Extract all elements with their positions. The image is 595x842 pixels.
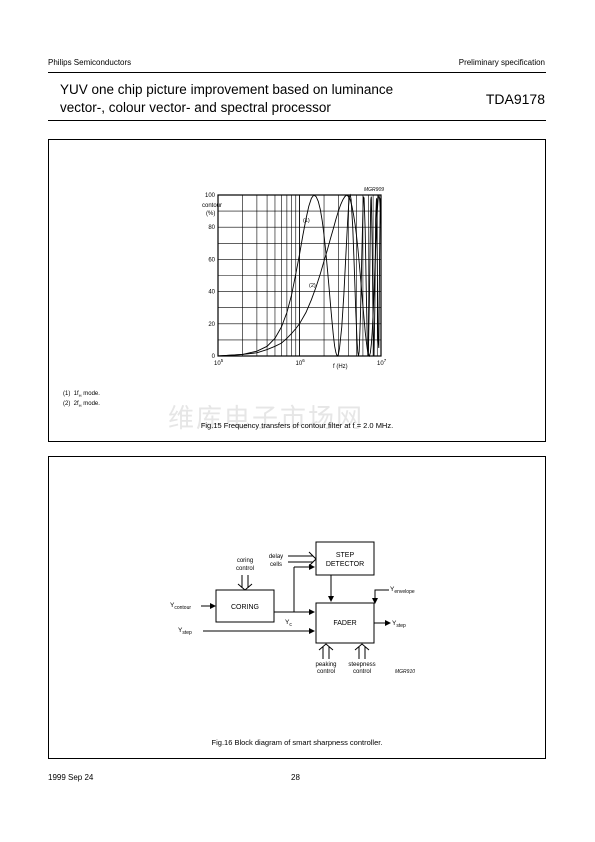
series-curve-2	[217, 194, 382, 358]
series-1-label: (1)	[303, 218, 310, 224]
step-detector-label-2: DETECTOR	[326, 561, 364, 568]
figure-15-note-2: (2) 2fH mode.	[63, 401, 100, 409]
plot-frame	[217, 194, 382, 357]
peaking-control-label-1: peaking	[315, 662, 336, 668]
figure-16-code: MGR910	[395, 669, 415, 675]
y-tick-label: 80	[208, 225, 215, 231]
figure-16-frame	[48, 456, 546, 759]
title-line-2: vector-, colour vector- and spectral pro…	[60, 100, 331, 115]
steepness-control-arrow	[354, 643, 370, 659]
delay-cells-label-1: delay	[269, 554, 283, 560]
y-axis-label-line2: (%)	[206, 211, 215, 217]
figure-15-caption: Fig.15 Frequency transfers of contour fi…	[200, 421, 394, 430]
y-axis-label-line1: contour	[202, 203, 222, 209]
delay-cells-label-2: cells	[270, 562, 282, 568]
watermark: 维库电子市场网	[168, 404, 365, 434]
steepness-control-label-1: steepness	[348, 662, 375, 668]
fader-label: FADER	[333, 620, 356, 627]
title-rule	[48, 120, 546, 121]
y-tick-labels: 0 20 40 60 80 100	[205, 193, 216, 360]
part-number: TDA9178	[485, 91, 545, 107]
chart-series	[217, 193, 382, 358]
x-tick-label: 105	[214, 358, 224, 367]
page-number: 28	[291, 773, 300, 782]
coring-control-arrow	[237, 575, 253, 591]
x-tick-label: 107	[377, 358, 387, 367]
peaking-control-arrow	[318, 643, 334, 659]
coring-control-label-1: coring	[237, 558, 253, 564]
y-c-label: Yc	[285, 619, 292, 628]
y-tick-label: 100	[205, 193, 216, 199]
company-name: Philips Semiconductors	[48, 58, 132, 67]
y-tick-label: 40	[208, 290, 215, 296]
coring-label: CORING	[231, 604, 259, 611]
y-tick-label: 20	[208, 322, 215, 328]
x-axis-label: f (Hz)	[333, 364, 348, 370]
footer-date: 1999 Sep 24	[48, 773, 94, 782]
x-tick-label: 106	[296, 358, 306, 367]
figure-16-caption: Fig.16 Block diagram of smart sharpness …	[211, 738, 383, 747]
title-line-1: YUV one chip picture improvement based o…	[60, 82, 394, 97]
series-curve-1	[217, 193, 382, 357]
y-step-output-label: Ystep	[392, 620, 406, 629]
peaking-control-label-2: control	[317, 669, 335, 675]
y-envelope-arrow	[372, 589, 389, 604]
coring-control-label-2: control	[236, 566, 254, 572]
step-detector-label-1: STEP	[336, 552, 355, 559]
y-contour-label: Ycontour	[170, 602, 191, 611]
steepness-control-label-2: control	[353, 669, 371, 675]
x-tick-labels: 105 106 107	[214, 358, 387, 367]
figure-code: MGR909	[364, 187, 384, 193]
series-2-label: (2)	[309, 283, 316, 289]
y-envelope-label: Yenvelope	[390, 586, 415, 595]
header-rule	[48, 72, 546, 73]
y-tick-label: 0	[212, 354, 216, 360]
figure-15-frame	[48, 139, 546, 442]
document-status: Preliminary specification	[458, 58, 545, 67]
delay-cells-arrow	[288, 551, 317, 567]
y-tick-label: 60	[208, 257, 215, 263]
document-title: YUV one chip picture improvement based o…	[60, 81, 393, 117]
y-step-input-label: Ystep	[178, 627, 192, 636]
figure-15-note-1: (1) 1fH mode.	[63, 391, 100, 399]
